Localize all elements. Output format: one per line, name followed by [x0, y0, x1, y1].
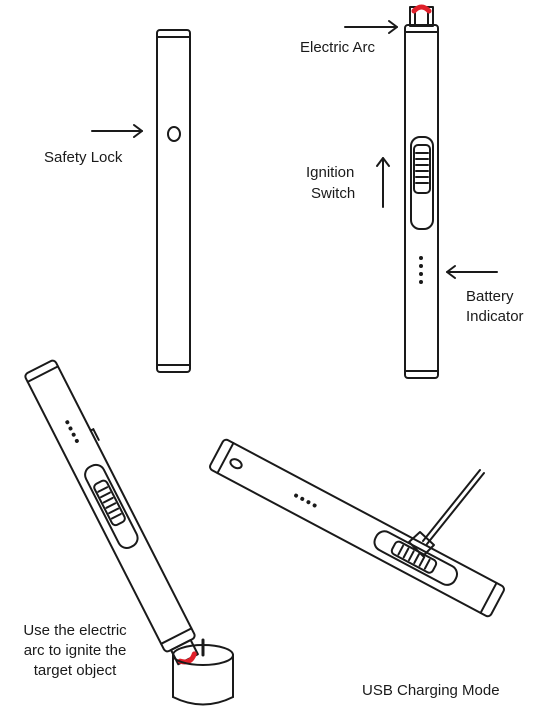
safety-lock-arrow-icon	[91, 124, 143, 138]
battery-indicator-label-line1: Battery	[466, 288, 514, 305]
electric-arc-label: Electric Arc	[300, 39, 376, 56]
ignition-switch-label-line2: Switch	[311, 185, 356, 202]
ignition-switch-knob	[413, 144, 431, 194]
lighter-igniting-view	[24, 359, 234, 706]
lighter-front-view	[156, 29, 191, 373]
ignition-switch-arrow-icon	[376, 157, 390, 208]
electric-arc-arrow-icon	[344, 20, 398, 34]
battery-indicator-dots	[419, 256, 423, 284]
lighter-usb-charging-view	[209, 438, 505, 618]
ignition-switch-label-line1: Ignition	[306, 164, 355, 181]
use-arc-label-line1: Use the electric	[23, 622, 127, 639]
usb-cable	[408, 469, 485, 557]
battery-indicator-label-line2: Indicator	[466, 308, 524, 325]
safety-lock-label: Safety Lock	[44, 149, 123, 166]
use-arc-label-line2: arc to ignite the	[23, 642, 127, 659]
safety-lock-button	[167, 126, 181, 142]
usb-charging-mode-label: USB Charging Mode	[362, 682, 500, 699]
ignition-switch-track	[410, 136, 434, 230]
lighter-side-view	[404, 4, 439, 379]
target-object-candle	[172, 638, 234, 706]
battery-indicator-arrow-icon	[446, 265, 498, 279]
use-arc-label-line3: target object	[33, 662, 117, 679]
